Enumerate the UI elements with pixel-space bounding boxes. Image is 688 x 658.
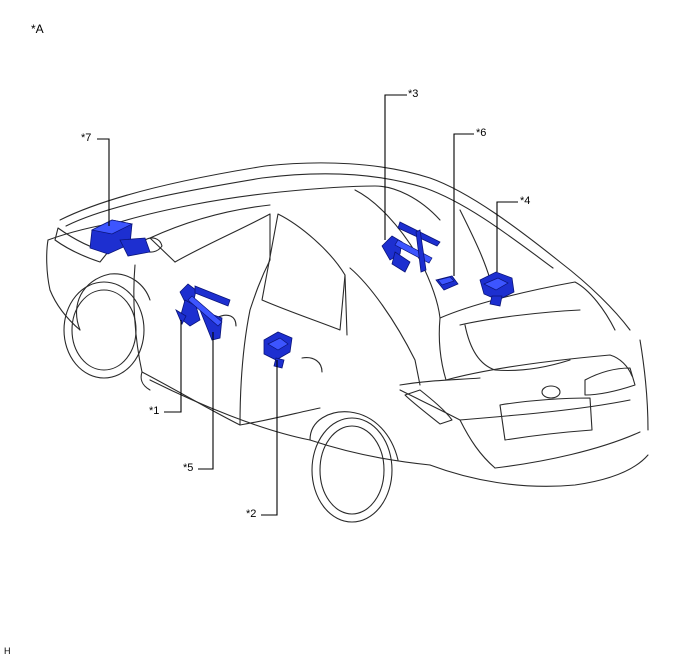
- callout-6: *6: [476, 127, 487, 139]
- callout-7: *7: [81, 132, 92, 144]
- figure-code: H: [4, 646, 11, 656]
- leader-lines: [97, 94, 518, 516]
- component-4: [479, 271, 515, 307]
- component-3: [381, 221, 441, 273]
- callout-3: *3: [408, 88, 419, 100]
- view-label: *A: [31, 22, 44, 36]
- component-1-5: [175, 283, 231, 341]
- callout-1: *1: [149, 405, 160, 417]
- component-6: [435, 275, 459, 291]
- callout-4: *4: [520, 195, 531, 207]
- vehicle-outline: [46, 162, 649, 523]
- component-2: [263, 331, 293, 369]
- component-7: [89, 219, 151, 257]
- callout-5: *5: [183, 462, 194, 474]
- callout-2: *2: [246, 508, 257, 520]
